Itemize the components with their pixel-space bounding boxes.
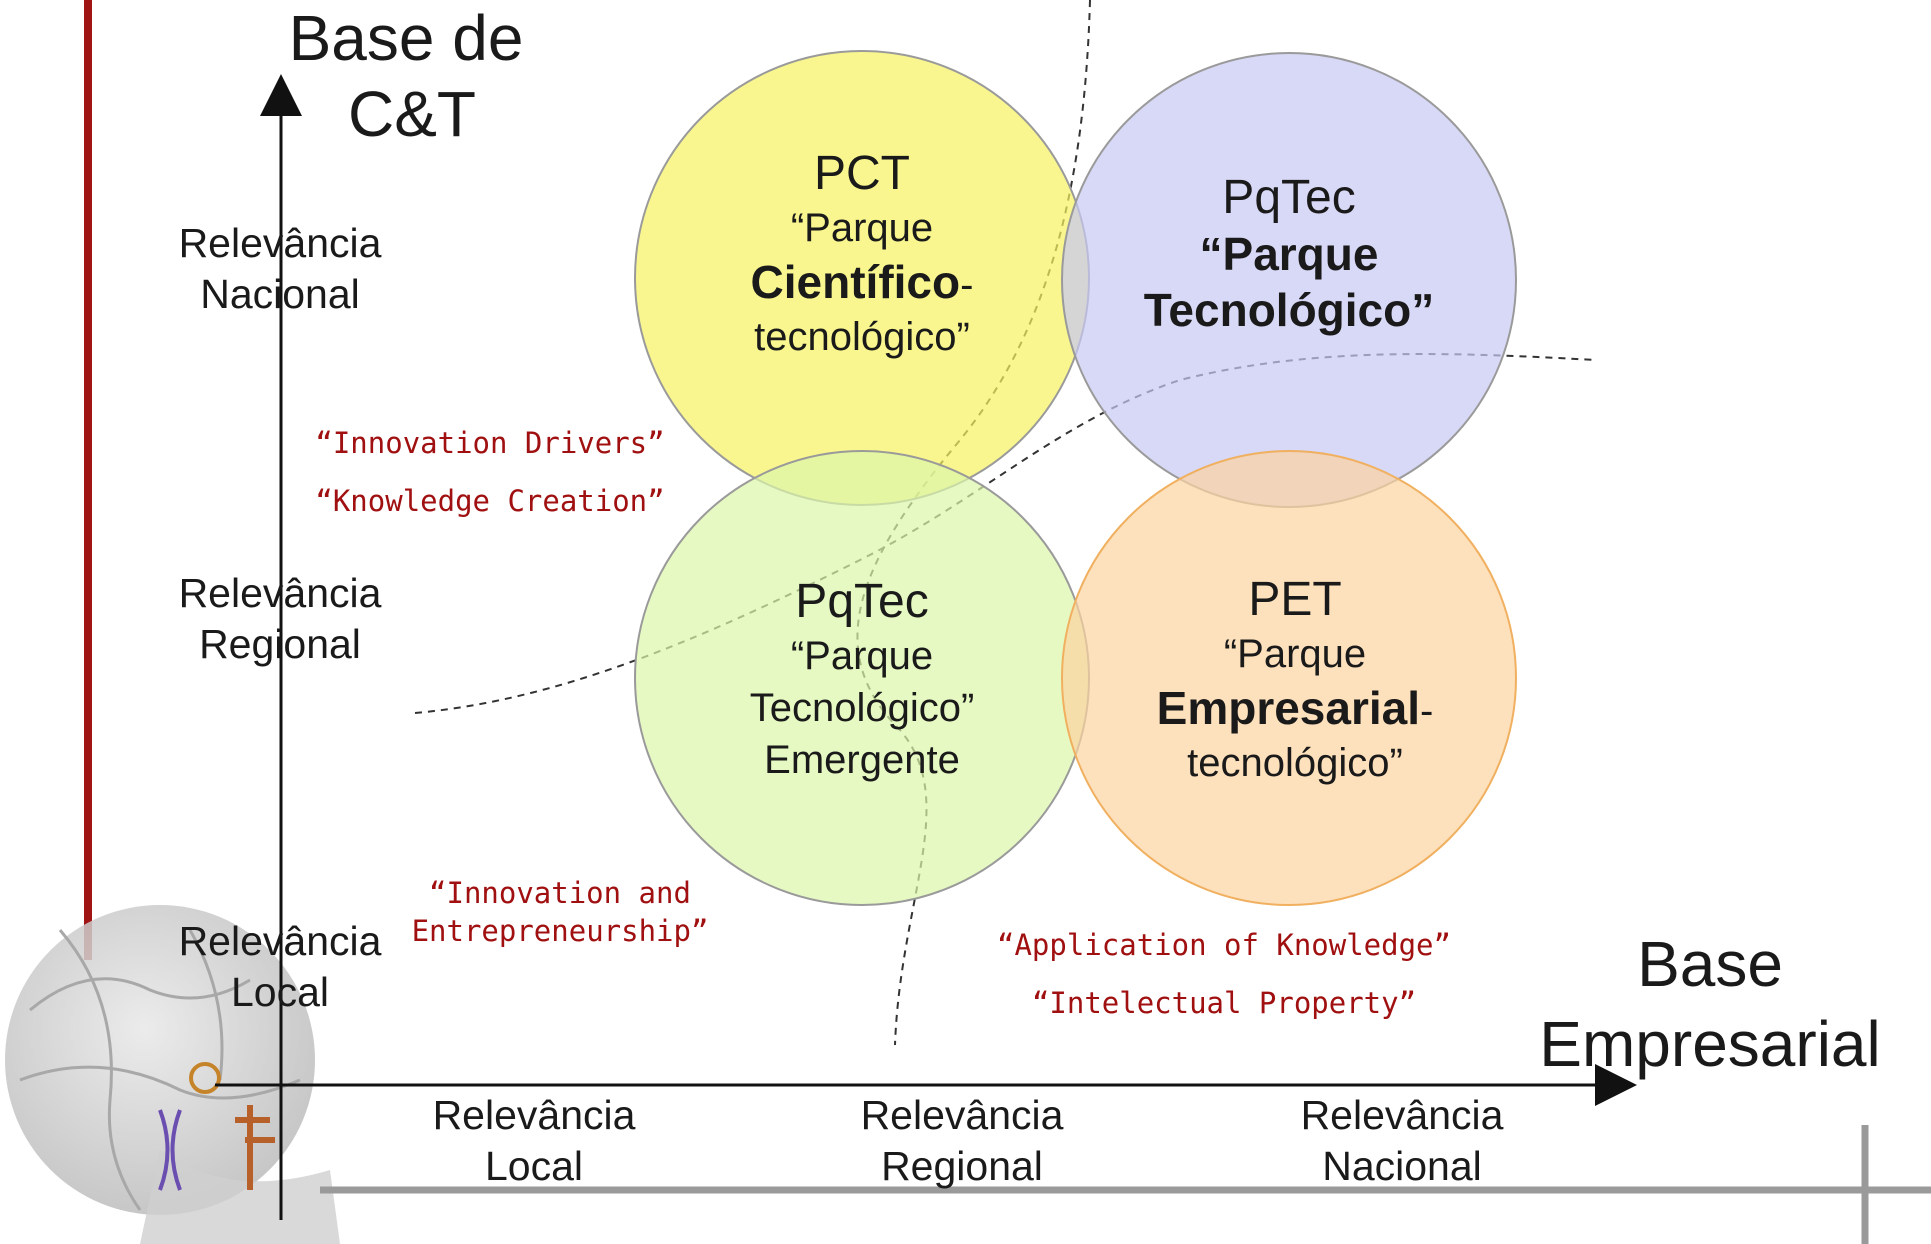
pct-line2-suffix: - xyxy=(960,263,974,307)
pct-line3: tecnológico” xyxy=(754,315,970,359)
pet-line2-bold: Empresarial xyxy=(1156,682,1421,734)
pqtec-emergente-line3: Emergente xyxy=(764,738,960,782)
annotation-innovation-entrepreneurship-line1: “Innovation and xyxy=(429,876,691,910)
pet-title: PET xyxy=(1248,573,1342,626)
y-level-nacional-line2: Nacional xyxy=(200,271,360,317)
circle-pet-label: PET “Parque Empresarial- tecnológico” xyxy=(1110,572,1480,789)
pqtec-line1: “Parque xyxy=(1199,228,1379,280)
circle-pet xyxy=(1061,450,1517,906)
pqtec-title: PqTec xyxy=(1222,171,1356,224)
annotation-innovation-entrepreneurship: “Innovation and Entrepreneurship” xyxy=(380,874,740,950)
x-level-nacional-line2: Nacional xyxy=(1322,1143,1482,1189)
x-axis-title-line2: Empresarial xyxy=(1539,1008,1881,1080)
x-level-local-line1: Relevância xyxy=(432,1092,636,1138)
accent-bar xyxy=(84,0,92,960)
y-level-regional-line1: Relevância xyxy=(178,570,382,616)
y-level-local: Relevância Local xyxy=(160,916,400,1018)
circle-pct-label: PCT “Parque Científico- tecnológico” xyxy=(682,146,1042,363)
pct-line2-bold: Científico xyxy=(750,256,961,308)
pet-line1: “Parque xyxy=(1223,632,1367,676)
annotation-intelectual-property: “Intelectual Property” xyxy=(1031,986,1417,1020)
pet-line2: Empresarial- xyxy=(1110,680,1480,737)
y-level-regional-line2: Regional xyxy=(199,621,361,667)
x-level-nacional-line1: Relevância xyxy=(1300,1092,1504,1138)
circle-pqtec-label: PqTec “Parque Tecnológico” xyxy=(1104,170,1474,338)
pqtec-emergente-line2: Tecnológico” xyxy=(749,686,975,730)
annotation-knowledge-creation: “Knowledge Creation” xyxy=(315,484,665,518)
y-level-local-line1: Relevância xyxy=(178,918,382,964)
annotation-innovation-entrepreneurship-line2: Entrepreneurship” xyxy=(411,914,709,948)
globe-logo-icon xyxy=(5,905,340,1244)
pct-line2: Científico- xyxy=(682,254,1042,311)
y-axis-title-line1: Base de xyxy=(288,2,524,74)
pct-line1: “Parque xyxy=(790,206,934,250)
annotation-innovation-drivers: “Innovation Drivers” xyxy=(315,426,665,460)
y-axis-title-line2: C&T xyxy=(348,78,476,150)
pet-line2-suffix: - xyxy=(1420,689,1434,733)
pet-line3: tecnológico” xyxy=(1187,741,1403,785)
y-level-regional: Relevância Regional xyxy=(160,568,400,670)
y-level-local-line2: Local xyxy=(230,969,329,1015)
circle-pqtec-emergente-label: PqTec “Parque Tecnológico” Emergente xyxy=(682,574,1042,786)
pqtec-line2: Tecnológico” xyxy=(1143,284,1435,336)
x-level-regional-line1: Relevância xyxy=(860,1092,1064,1138)
x-axis-title-line1: Base xyxy=(1637,928,1783,1000)
x-level-regional: Relevância Regional xyxy=(842,1090,1082,1192)
pqtec-emergente-title: PqTec xyxy=(795,575,929,628)
x-level-local: Relevância Local xyxy=(414,1090,654,1192)
y-level-nacional: Relevância Nacional xyxy=(160,218,400,320)
pct-title: PCT xyxy=(814,147,910,200)
x-level-nacional: Relevância Nacional xyxy=(1282,1090,1522,1192)
annotation-application-of-knowledge: “Application of Knowledge” xyxy=(997,928,1451,962)
pqtec-emergente-line1: “Parque xyxy=(790,634,934,678)
x-level-regional-line2: Regional xyxy=(881,1143,1043,1189)
y-level-nacional-line1: Relevância xyxy=(178,220,382,266)
x-level-local-line2: Local xyxy=(484,1143,583,1189)
